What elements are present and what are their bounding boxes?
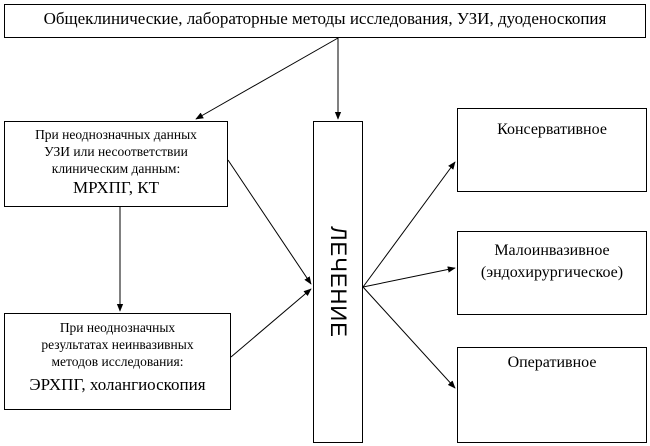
conservative-label: Консервативное [497,121,607,138]
ambiguous-usg-result: МРХПГ, КТ [72,178,160,197]
minimally-invasive-box: Малоинвазивное (эндохирургическое) [457,231,647,315]
ambiguous-noninvasive-result: ЭРХПГ, холангиоскопия [29,375,206,394]
treatment-box: ЛЕЧЕНИЕ [313,121,363,443]
minimally-invasive-label: Малоинвазивное [494,242,610,259]
arrow-center-to-right1 [362,161,456,288]
ambiguous-usg-line: УЗИ или несоответствии [44,144,188,159]
ambiguous-usg-line: клиническим данным: [51,161,181,176]
arrow-center-to-right2 [362,266,456,288]
surgical-box: Оперативное [457,347,647,443]
arrow-left2-to-center [230,288,312,358]
ambiguous-noninvasive-line: результатах неинвазивных [41,337,194,352]
treatment-label: ЛЕЧЕНИЕ [326,226,351,338]
top-methods-text: Общеклинические, лабораторные методы исс… [43,9,607,28]
ambiguous-noninvasive-line: методов исследования: [51,354,184,369]
conservative-box: Консервативное [457,108,647,192]
ambiguous-noninvasive-line: При неоднозначных [59,320,176,335]
surgical-label: Оперативное [507,354,597,371]
ambiguous-noninvasive-box: При неоднозначных результатах неинвазивн… [4,313,231,410]
top-methods-box: Общеклинические, лабораторные методы исс… [4,4,646,38]
arrow-top-to-left-box [195,37,339,120]
ambiguous-usg-line: При неоднозначных данных [35,127,197,142]
minimally-invasive-sublabel: (эндохирургическое) [480,264,624,281]
arrow-left1-to-center [227,159,312,285]
ambiguous-usg-box: При неоднозначных данных УЗИ или несоотв… [4,121,228,207]
arrow-center-to-right3 [362,286,456,389]
